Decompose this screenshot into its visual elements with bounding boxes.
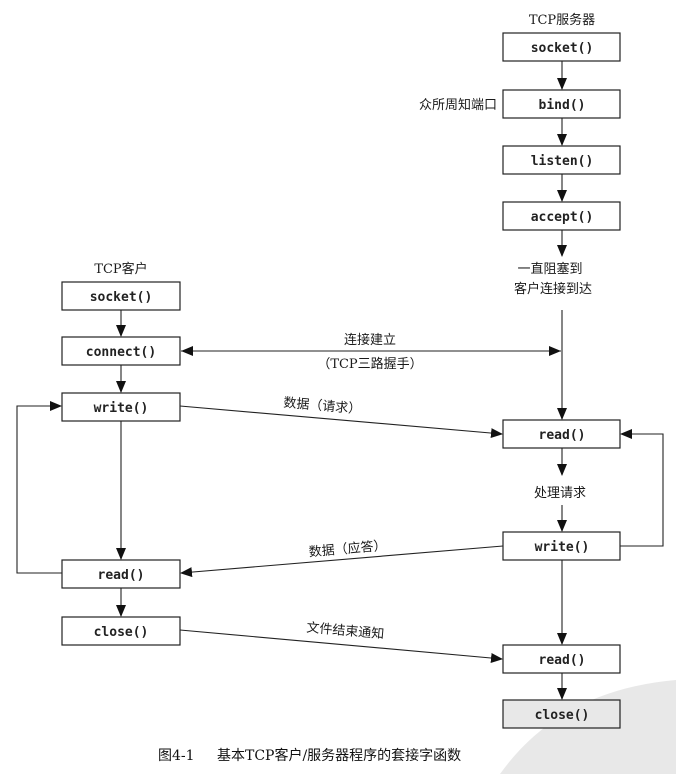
handshake-arrowhead-left	[181, 346, 193, 356]
caption-text: 基本TCP客户/服务器程序的套接字函数	[217, 747, 461, 764]
request-arrow	[179, 405, 503, 439]
server-read-box: read()	[502, 419, 621, 449]
client-socket-box: socket()	[61, 281, 181, 311]
reply-arrow	[180, 545, 504, 578]
server-bind-label: bind()	[539, 98, 586, 113]
eof-label: 文件结束通知	[306, 620, 385, 643]
server-write-box: write()	[502, 531, 621, 561]
server-process-note: 处理请求	[534, 486, 586, 501]
client-read-label: read()	[98, 568, 145, 583]
client-write-label: write()	[94, 401, 149, 416]
client-loop-arrow	[16, 401, 62, 574]
server-accept-box: accept()	[502, 201, 621, 231]
server-accept-label: accept()	[531, 210, 594, 225]
server-socket-box: socket()	[502, 32, 621, 62]
server-listen-label: listen()	[531, 154, 594, 169]
caption-number: 图4-1	[158, 748, 195, 764]
handshake-arrowhead-right	[549, 346, 561, 356]
reply-label: 数据（应答）	[308, 538, 387, 561]
client-close-box: close()	[61, 616, 181, 646]
client-connect-box: connect()	[61, 336, 181, 366]
connect-note-line1: 连接建立	[344, 332, 396, 348]
server-listen-box: listen()	[502, 145, 621, 175]
server-block-note-line1: 一直阻塞到	[517, 261, 582, 277]
eof-arrow	[179, 629, 503, 663]
client-connect-label: connect()	[86, 345, 156, 360]
server-close-box: close()	[502, 699, 621, 729]
client-read-box: read()	[61, 559, 181, 589]
client-write-box: write()	[61, 392, 181, 422]
server-socket-label: socket()	[531, 41, 594, 56]
server-read2-label: read()	[539, 653, 586, 668]
server-bind-box: bind()	[502, 89, 621, 119]
server-block-note-line2: 客户连接到达	[514, 281, 592, 297]
server-title: TCP服务器	[529, 12, 595, 28]
connect-note-line2: （TCP三路握手）	[317, 356, 422, 372]
client-title: TCP客户	[94, 261, 147, 277]
client-close-label: close()	[94, 625, 149, 640]
client-socket-label: socket()	[90, 290, 153, 305]
server-read2-box: read()	[502, 644, 621, 674]
server-write-label: write()	[535, 540, 590, 555]
request-label: 数据（请求）	[283, 396, 362, 418]
server-read-label: read()	[539, 428, 586, 443]
server-loop-arrow	[620, 429, 664, 547]
server-bind-note: 众所周知端口	[419, 97, 497, 113]
server-close-label: close()	[535, 708, 590, 723]
